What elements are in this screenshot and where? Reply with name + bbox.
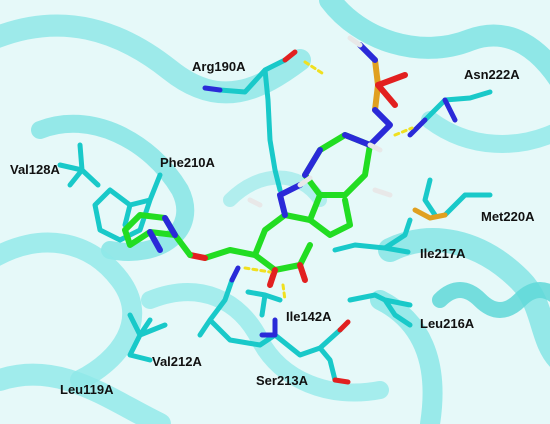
label-met220: Met220A: [481, 209, 535, 224]
label-val212: Val212A: [152, 354, 202, 369]
label-asn222: Asn222A: [464, 67, 520, 82]
ligand-sulfonyl-nitrogen: [357, 42, 393, 148]
hbond-val212: [243, 266, 272, 274]
hbond-ile142: [281, 283, 287, 302]
residue-val212-sticks: [197, 277, 278, 348]
residue-ser213-nitrogen: [259, 317, 278, 338]
residue-val212-nitrogen: [229, 265, 241, 283]
label-val128: Val128A: [10, 162, 60, 177]
label-leu119: Leu119A: [60, 382, 114, 397]
ligand-ring-top: [302, 132, 373, 198]
hbond-arg190: [303, 60, 327, 77]
ligand-ring-top-nitrogen: [302, 132, 373, 178]
residue-labels: Arg190A Asn222A Phe210A Val128A Met220A …: [10, 59, 535, 397]
residue-asn222-sticks: [422, 89, 493, 123]
ligand-nitrogen: [277, 182, 303, 218]
residue-leu216-sticks: [347, 292, 413, 328]
label-ile217: Ile217A: [420, 246, 466, 261]
ligand-hydrogens: [247, 35, 393, 208]
cartoon-ribbon: [0, 14, 311, 104]
cartoon-ribbon: [421, 111, 550, 153]
residue-asn222-nitrogen: [407, 97, 458, 138]
cartoon-ribbon: [31, 114, 195, 261]
cartoon-ribbon: [0, 363, 171, 424]
label-arg190: Arg190A: [192, 59, 246, 74]
residue-arg190-nitrogen: [202, 85, 223, 93]
ligand-sticks: [122, 35, 408, 288]
hydrogen-bonds: [243, 60, 414, 302]
residue-sticks: [57, 49, 493, 385]
label-ser213: Ser213A: [256, 373, 309, 388]
cartoon-ribbon: [0, 232, 143, 390]
label-phe210: Phe210A: [160, 155, 216, 170]
ligand-central-ring: [307, 192, 353, 238]
residue-ile142-sticks: [245, 289, 283, 318]
cartoon-ribbon: [319, 0, 550, 85]
residue-met220-sulfur: [412, 207, 448, 221]
residue-ile217-sticks: [332, 217, 413, 255]
residue-arg190-oxygen: [282, 49, 298, 63]
label-ile142: Ile142A: [286, 309, 332, 324]
ligand-ring-left: [122, 212, 193, 258]
label-leu216: Leu216A: [420, 316, 475, 331]
residue-ser213-sticks: [272, 327, 343, 383]
residue-arg190-sticks: [217, 57, 288, 193]
cartoon-ribbon: [378, 228, 550, 367]
residue-met220-sticks: [422, 177, 493, 218]
cartoon-ribbon: [141, 283, 389, 402]
ligand-sulfonyl-oxygen: [375, 72, 408, 108]
residue-phe210-sticks: [92, 172, 163, 243]
ligand-linker: [202, 247, 258, 261]
cartoon-helix: [432, 282, 550, 318]
hbond-asn222: [393, 126, 414, 137]
residue-leu119-sticks: [127, 312, 168, 363]
ligand-ring-left-nitrogen: [147, 215, 178, 253]
residue-val128-sticks: [57, 142, 101, 188]
ligand-oxygen: [267, 262, 308, 288]
residue-ser213-oxygen: [332, 319, 351, 385]
